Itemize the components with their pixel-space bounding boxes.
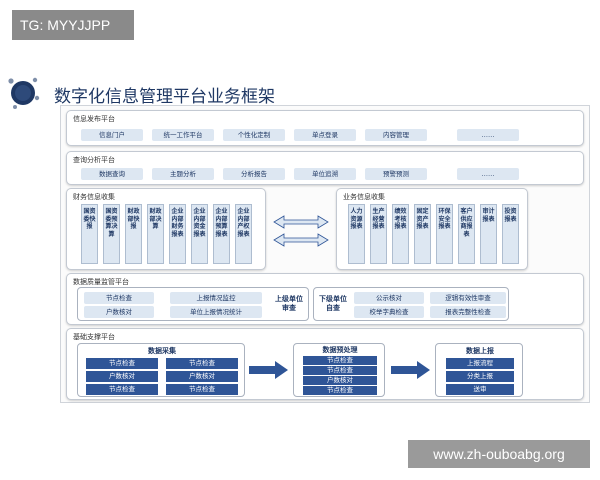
data-report-group: 数据上报 上报流程 分类上报 送审 bbox=[435, 343, 523, 397]
support-panel: 基础支撑平台 数据采集 节点检查 节点检查 户数核对 户数核对 节点检查 节点检… bbox=[66, 328, 584, 400]
data-collect-item: 户数核对 bbox=[86, 371, 158, 382]
data-report-item: 上报流程 bbox=[446, 358, 514, 369]
lower-selfcheck-item: 校举字典检查 bbox=[354, 306, 424, 318]
data-preprocess-item: 节点检查 bbox=[303, 356, 377, 365]
info-publish-item: 单点登录 bbox=[294, 129, 356, 141]
lower-selfcheck-group: 下级单位自查 公示核对 逻辑有效性审查 校举字典检查 报表完整性检查 bbox=[313, 287, 509, 321]
finance-report-column: 财政部决算 bbox=[147, 204, 164, 264]
finance-collect-title: 财务信息收集 bbox=[73, 193, 115, 201]
upper-review-item: 上报情况监控 bbox=[170, 292, 262, 304]
finance-report-column: 国资委预算决算 bbox=[103, 204, 120, 264]
data-collect-item: 节点检查 bbox=[166, 358, 238, 369]
quality-panel: 数据质量监管平台 节点检查 上报情况监控 户数核对 单位上报情况统计 上级单位审… bbox=[66, 273, 584, 325]
data-preprocess-item: 节点检查 bbox=[303, 386, 377, 395]
business-report-column: 审计报表 bbox=[480, 204, 497, 264]
query-analysis-item: …… bbox=[457, 168, 519, 180]
business-report-column: 环保安全报表 bbox=[436, 204, 453, 264]
data-report-title: 数据上报 bbox=[466, 347, 494, 355]
flow-arrow-icon bbox=[249, 361, 288, 379]
info-publish-item: 信息门户 bbox=[81, 129, 143, 141]
lower-selfcheck-item: 逻辑有效性审查 bbox=[430, 292, 506, 304]
info-publish-item: 内容管理 bbox=[365, 129, 427, 141]
info-publish-title: 信息发布平台 bbox=[73, 115, 115, 123]
data-report-item: 分类上报 bbox=[446, 371, 514, 382]
data-collect-item: 节点检查 bbox=[86, 358, 158, 369]
info-publish-item: 个性化定制 bbox=[223, 129, 285, 141]
lower-selfcheck-item: 公示核对 bbox=[354, 292, 424, 304]
business-collect-panel: 业务信息收集 人力资源报表 生产经营报表 绩效考核报表 固定资产报表 环保安全报… bbox=[336, 188, 528, 270]
business-report-column: 客户供应商报表 bbox=[458, 204, 475, 264]
query-analysis-panel: 查询分析平台 数据查询 主题分析 分析报告 单位追溯 预警预测 …… bbox=[66, 151, 584, 185]
logo-icon bbox=[8, 77, 40, 109]
data-preprocess-item: 户数核对 bbox=[303, 376, 377, 385]
data-report-item: 送审 bbox=[446, 384, 514, 395]
business-report-column: 人力资源报表 bbox=[348, 204, 365, 264]
upper-review-label: 上级单位审查 bbox=[275, 295, 303, 312]
lower-selfcheck-item: 报表完整性检查 bbox=[430, 306, 506, 318]
query-analysis-item: 分析报告 bbox=[223, 168, 285, 180]
page-title: 数字化信息管理平台业务框架 bbox=[54, 87, 275, 107]
data-collect-group: 数据采集 节点检查 节点检查 户数核对 户数核对 节点检查 节点检查 bbox=[77, 343, 245, 397]
business-report-column: 固定资产报表 bbox=[414, 204, 431, 264]
business-report-column: 绩效考核报表 bbox=[392, 204, 409, 264]
exchange-arrows-icon bbox=[273, 215, 329, 247]
business-report-column: 生产经营报表 bbox=[370, 204, 387, 264]
finance-report-column: 企业内部资金报表 bbox=[191, 204, 208, 264]
query-analysis-item: 预警预测 bbox=[365, 168, 427, 180]
watermark-top: TG: MYYJJPP bbox=[12, 10, 134, 40]
quality-title: 数据质量监管平台 bbox=[73, 278, 129, 286]
data-collect-title: 数据采集 bbox=[148, 347, 176, 355]
query-analysis-item: 数据查询 bbox=[81, 168, 143, 180]
finance-report-column: 企业内部财务报表 bbox=[169, 204, 186, 264]
lower-selfcheck-label: 下级单位自查 bbox=[319, 295, 347, 312]
upper-review-item: 户数核对 bbox=[84, 306, 154, 318]
upper-review-item: 单位上报情况统计 bbox=[170, 306, 262, 318]
finance-report-column: 企业内部产权报表 bbox=[235, 204, 252, 264]
data-preprocess-group: 数据预处理 节点检查 节点检查 户数核对 节点检查 bbox=[293, 343, 385, 397]
query-analysis-item: 主题分析 bbox=[152, 168, 214, 180]
data-collect-item: 户数核对 bbox=[166, 371, 238, 382]
data-collect-item: 节点检查 bbox=[86, 384, 158, 395]
data-preprocess-item: 节点检查 bbox=[303, 366, 377, 375]
finance-report-column: 企业内部预算报表 bbox=[213, 204, 230, 264]
watermark-bottom: www.zh-ouboabg.org bbox=[408, 440, 590, 468]
query-analysis-title: 查询分析平台 bbox=[73, 156, 115, 164]
flow-arrow-icon bbox=[391, 361, 430, 379]
info-publish-item: …… bbox=[457, 129, 519, 141]
finance-report-column: 财政部快报 bbox=[125, 204, 142, 264]
support-title: 基础支撑平台 bbox=[73, 333, 115, 341]
finance-collect-panel: 财务信息收集 国资委快报 国资委预算决算 财政部快报 财政部决算 企业内部财务报… bbox=[66, 188, 266, 270]
info-publish-panel: 信息发布平台 信息门户 统一工作平台 个性化定制 单点登录 内容管理 …… bbox=[66, 110, 584, 146]
data-preprocess-title: 数据预处理 bbox=[322, 346, 358, 354]
upper-review-item: 节点检查 bbox=[84, 292, 154, 304]
business-report-column: 投资报表 bbox=[502, 204, 519, 264]
data-collect-item: 节点检查 bbox=[166, 384, 238, 395]
business-collect-title: 业务信息收集 bbox=[343, 193, 385, 201]
upper-review-group: 节点检查 上报情况监控 户数核对 单位上报情况统计 上级单位审查 bbox=[77, 287, 309, 321]
finance-report-column: 国资委快报 bbox=[81, 204, 98, 264]
query-analysis-item: 单位追溯 bbox=[294, 168, 356, 180]
info-publish-item: 统一工作平台 bbox=[152, 129, 214, 141]
